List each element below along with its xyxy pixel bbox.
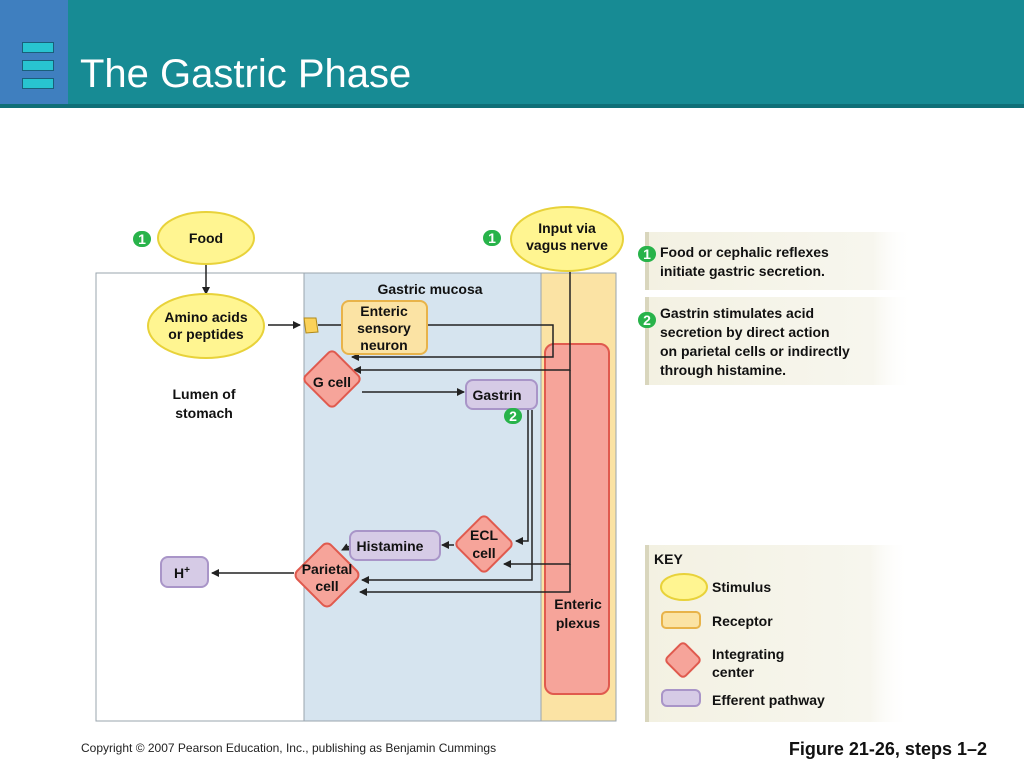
svg-text:2: 2	[509, 408, 517, 424]
vagus-label-line1: Input via	[538, 220, 596, 236]
step-1-badge: 1	[638, 246, 656, 262]
amino-label-line2: or peptides	[168, 326, 244, 342]
h-plus-label: H+	[174, 565, 190, 581]
key-receptor-swatch	[661, 611, 701, 629]
parietal-label-line2: cell	[315, 578, 338, 594]
amino-acids-stimulus	[147, 293, 265, 359]
key-title: KEY	[654, 551, 683, 567]
key-efferent-swatch	[661, 689, 701, 707]
g-cell-integrating-center	[303, 350, 361, 408]
svg-text:1: 1	[138, 231, 146, 247]
enteric-plexus-column	[544, 343, 610, 695]
key-integrating-swatch	[665, 642, 701, 678]
step-badge-food: 1	[133, 231, 151, 247]
step-1-text-line2: initiate gastric secretion.	[660, 263, 825, 279]
gastrin-to-parietal-path	[361, 410, 533, 584]
svg-text:2: 2	[643, 312, 651, 328]
step-2-text-line2: secretion by direct action	[660, 324, 830, 340]
enteric-sensory-neuron	[341, 300, 428, 355]
key-efferent-label: Efferent pathway	[712, 692, 825, 708]
histamine-label: Histamine	[357, 538, 424, 554]
h-plus-superscript: +	[184, 565, 190, 576]
neuron-label-line3: neuron	[360, 337, 407, 353]
key-panel-edge	[645, 545, 649, 722]
vagus-label-line2: vagus nerve	[526, 237, 608, 253]
neuron-to-gcell-path	[351, 324, 554, 361]
step-2-panel	[645, 297, 913, 385]
step-2-badge: 2	[638, 312, 656, 328]
key-stimulus-swatch	[660, 573, 708, 601]
slide-title: The Gastric Phase	[80, 52, 412, 96]
food-stimulus	[157, 211, 255, 265]
ecl-label-line2: cell	[472, 545, 495, 561]
vagus-input-stimulus	[510, 206, 624, 272]
plexus-label-line1: Enteric	[554, 596, 602, 612]
h-plus-symbol: H	[174, 565, 184, 581]
ecl-label-line1: ECL	[470, 527, 498, 543]
parietal-cell-integrating-center	[294, 542, 360, 608]
key-receptor-label: Receptor	[712, 613, 773, 629]
neuron-label-line2: sensory	[357, 320, 411, 336]
step-badge-gastrin: 2	[504, 408, 522, 424]
svg-text:1: 1	[643, 246, 651, 262]
step-2-panel-edge	[645, 297, 649, 385]
histamine-to-parietal-arrow	[341, 543, 351, 551]
food-label: Food	[189, 230, 223, 246]
plexus-label-line2: plexus	[556, 615, 601, 631]
title-bar: The Gastric Phase	[0, 0, 1024, 108]
step-1-panel	[645, 232, 913, 290]
pathway-lines	[202, 264, 571, 596]
step-badge-vagus: 1	[483, 230, 501, 246]
step-2-text-line4: through histamine.	[660, 362, 786, 378]
gastrin-efferent	[465, 379, 538, 410]
h-plus-efferent	[160, 556, 209, 588]
gastrin-label: Gastrin	[472, 387, 521, 403]
mucosa-label: Gastric mucosa	[377, 281, 482, 297]
step-1-text-line1: Food or cephalic reflexes	[660, 244, 829, 260]
ecl-cell-integrating-center	[455, 515, 513, 573]
vagus-to-parietal-path	[359, 564, 571, 596]
key-integrating-label-line2: center	[712, 664, 755, 680]
step-2-text-line3: on parietal cells or indirectly	[660, 343, 850, 359]
lumen-label-line1: Lumen of	[173, 386, 236, 402]
amino-label-line1: Amino acids	[164, 309, 247, 325]
figure-caption: Figure 21-26, steps 1–2	[788, 739, 987, 759]
parietal-label-line1: Parietal	[302, 561, 353, 577]
svg-text:1: 1	[488, 230, 496, 246]
key-stimulus-label: Stimulus	[712, 579, 771, 595]
neuron-label-line1: Enteric	[360, 303, 408, 319]
step-2-text-line1: Gastrin stimulates acid	[660, 305, 814, 321]
lumen-label-line2: stomach	[175, 405, 233, 421]
chemoreceptor-receptor	[303, 317, 319, 334]
key-integrating-label-line1: Integrating	[712, 646, 784, 662]
histamine-efferent	[349, 530, 441, 561]
gastrin-to-ecl-path	[515, 410, 529, 545]
copyright-text: Copyright © 2007 Pearson Education, Inc.…	[81, 741, 497, 755]
gcell-label: G cell	[313, 374, 351, 390]
